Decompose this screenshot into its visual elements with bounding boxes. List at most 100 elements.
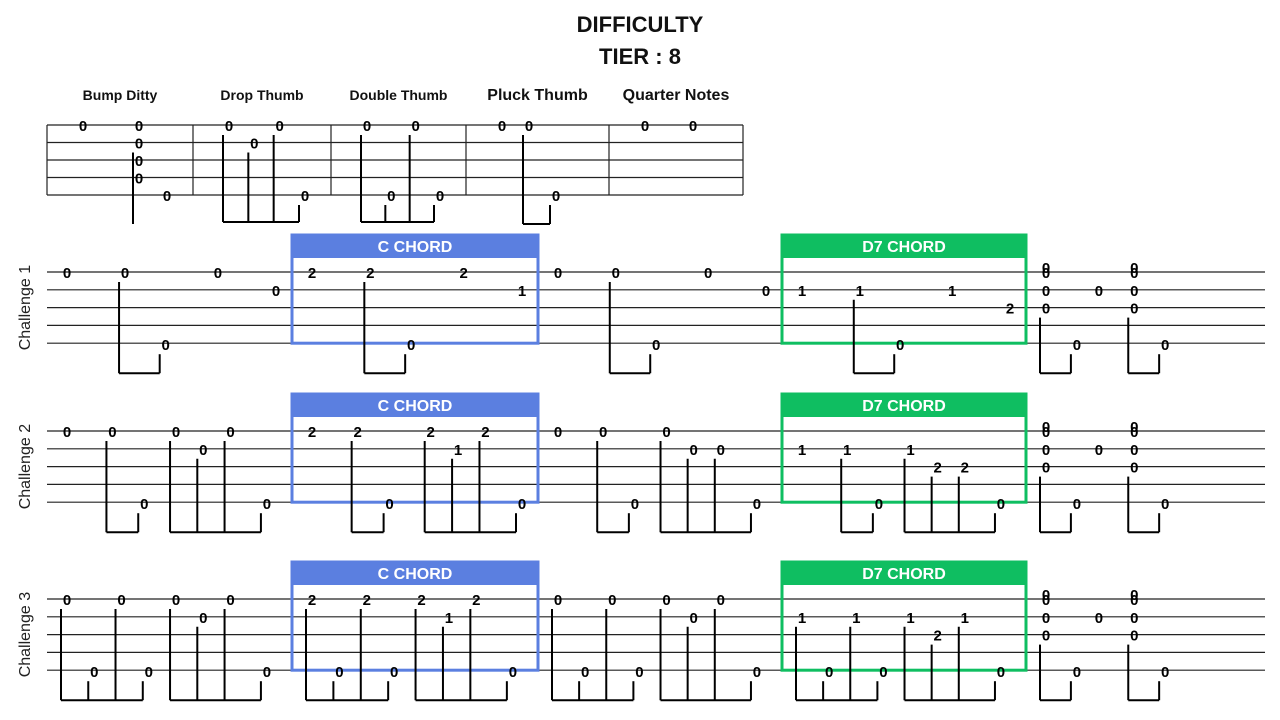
tab-note: 0 [226,424,234,441]
tab-note: 1 [948,283,956,300]
tab-note: 0 [172,424,180,441]
tab-note: 0 [554,265,562,282]
tab-note: 0 [554,592,562,609]
tab-note: 0 [896,337,904,354]
tab-note: 0 [552,188,560,205]
chord-header [292,562,538,585]
tab-note: 0 [1042,460,1050,477]
tab-note: 1 [843,442,851,459]
note-beam [659,609,752,702]
chord-frame [290,233,540,345]
challenge-label: Challenge 1 [17,265,34,351]
chord-label: C CHORD [378,398,453,415]
chord-header [782,394,1026,417]
note-beam [350,441,385,534]
tab-note: 0 [1042,265,1050,282]
tab-note: 0 [608,592,616,609]
challenge-label: Challenge 2 [17,424,34,510]
tab-note: 0 [163,188,171,205]
tab-note: 0 [172,592,180,609]
chord-header [292,235,538,258]
note-beam [423,441,517,534]
tab-note: 0 [652,337,660,354]
tab-note: 0 [63,265,71,282]
tab-note: 0 [135,136,143,153]
tab-note: 1 [798,283,806,300]
d7-chord-box: D7 CHORD [780,560,1028,672]
tab-note: 0 [631,496,639,513]
tab-note: 0 [63,592,71,609]
tab-note: 0 [135,153,143,170]
tab-note: 0 [411,118,419,135]
tab-note: 0 [1042,301,1050,318]
d7-chord-box: D7 CHORD [780,392,1028,504]
note-beam [1039,317,1072,375]
chord-label: D7 CHORD [862,398,946,415]
tab-note: 0 [509,664,517,681]
tab-note: 0 [214,265,222,282]
tab-note: 0 [387,188,395,205]
chord-label: D7 CHORD [862,239,946,256]
tab-note: 0 [753,496,761,513]
challenge-label: Challenge 3 [17,592,34,678]
tab-note: 0 [641,118,649,135]
tab-note: 2 [363,592,371,609]
tab-note: 0 [263,496,271,513]
tab-note: 2 [933,628,941,645]
note-beam [169,441,262,534]
tab-note: 0 [1130,265,1138,282]
tab-note: 0 [199,610,207,627]
tab-note: 2 [472,592,480,609]
technique-label: Bump Ditty [83,87,158,103]
tab-note: 0 [135,118,143,135]
tab-note: 1 [518,283,526,300]
tab-note: 0 [1130,587,1138,604]
tab-note: 2 [481,424,489,441]
tab-note: 0 [1130,442,1138,459]
tab-note: 1 [798,442,806,459]
tab-note: 0 [335,664,343,681]
tab-note: 0 [1095,283,1103,300]
note-beam [118,282,161,375]
tab-note: 0 [825,664,833,681]
note-beam [551,609,635,702]
tab-note: 0 [1042,283,1050,300]
tab-note: 0 [997,496,1005,513]
note-beam [596,441,630,534]
c-chord-box: C CHORD [290,560,540,672]
tab-note: 0 [272,283,280,300]
technique-label: Double Thumb [350,87,448,103]
tab-note: 2 [933,460,941,477]
chord-frame [290,392,540,504]
tab-note: 1 [856,283,864,300]
page-title: DIFFICULTY [576,12,704,37]
chord-header [292,394,538,417]
chord-frame [780,233,1028,345]
note-beam [1039,644,1072,702]
tab-note: 0 [875,496,883,513]
tab-note: 0 [1161,496,1169,513]
chord-header [782,235,1026,258]
tab-note: 0 [226,592,234,609]
tab-note: 0 [599,424,607,441]
technique-label: Pluck Thumb [487,87,588,104]
tab-note: 0 [704,265,712,282]
tab-note: 0 [90,664,98,681]
note-beam [852,299,896,375]
note-beam [60,609,144,702]
tab-note: 0 [1042,424,1050,441]
tab-note: 0 [997,664,1005,681]
chord-label: C CHORD [378,239,453,256]
note-beam [840,458,874,534]
tab-note: 0 [436,188,444,205]
tab-note: 0 [1130,628,1138,645]
tab-note: 2 [308,265,316,282]
d7-chord-box: D7 CHORD [780,233,1028,345]
tab-note: 0 [1073,337,1081,354]
tab-note: 0 [554,424,562,441]
chord-label: C CHORD [378,566,453,583]
tab-note: 0 [363,118,371,135]
